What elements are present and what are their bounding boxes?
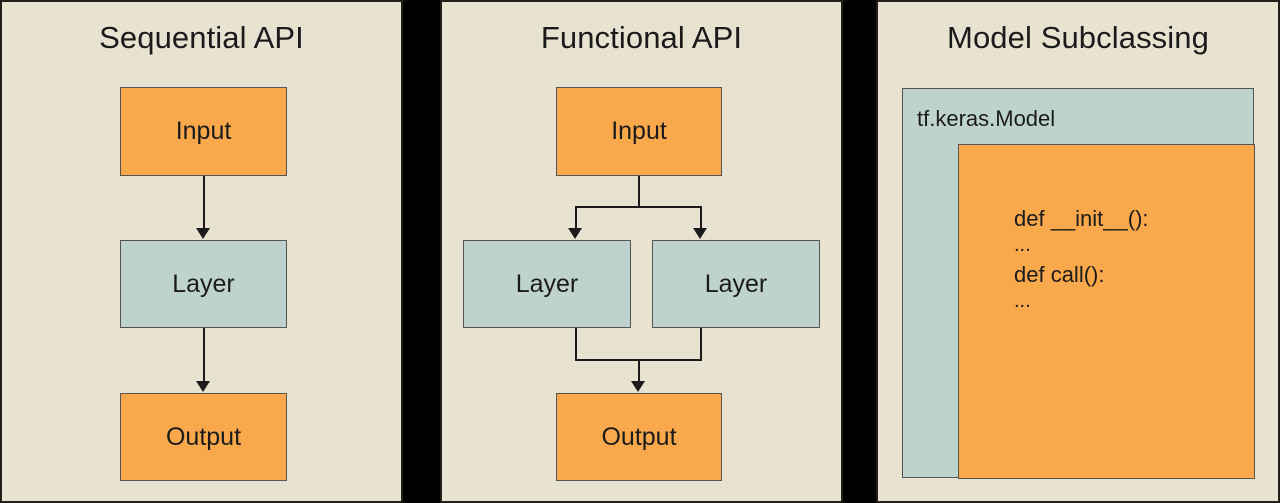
code-line-ellipsis-2: ... (1014, 290, 1031, 312)
arrowhead-icon (196, 228, 210, 239)
box-tf-keras-model: tf.keras.Model def __init__(): ... def c… (902, 88, 1255, 479)
panel-model-subclassing: Model Subclassing tf.keras.Model def __i… (876, 0, 1280, 503)
edge-merge-to-output (638, 359, 640, 383)
edge-merge-left-stem (575, 328, 577, 361)
panel-functional-api: Functional API Input Layer Layer Output (440, 0, 843, 503)
code-block: def __init__(): ... def call(): ... (1014, 208, 1149, 320)
edge-layer-to-output (203, 328, 205, 382)
panel-title-subclassing: Model Subclassing (947, 20, 1209, 55)
edge-split-bar (575, 206, 702, 208)
node-label: Layer (704, 269, 768, 298)
node-output-sequential: Output (120, 393, 287, 481)
node-label: Output (601, 422, 677, 451)
code-line-call: def call(): (1014, 262, 1105, 287)
code-line-ellipsis-1: ... (1014, 234, 1031, 256)
node-layer-right-functional: Layer (652, 240, 820, 328)
panel-sequential-api: Sequential API Input Layer Output (0, 0, 403, 503)
edge-merge-right-stem (700, 328, 702, 361)
node-label: Input (611, 117, 667, 145)
edge-split-right-drop (700, 206, 702, 229)
node-label: Layer (515, 269, 579, 298)
node-label: Input (175, 117, 232, 145)
panel-title-functional: Functional API (540, 20, 743, 55)
code-line-init: def __init__(): (1014, 206, 1149, 231)
node-layer-sequential: Layer (120, 240, 287, 328)
node-input-sequential: Input (120, 87, 287, 176)
box-subclass-body: def __init__(): ... def call(): ... (958, 144, 1255, 479)
arrowhead-icon (568, 228, 582, 239)
node-label: Output (165, 422, 242, 451)
box-label-tf-keras-model: tf.keras.Model (917, 106, 1056, 131)
node-label: Layer (172, 269, 235, 298)
edge-split-left-drop (575, 206, 577, 229)
edge-input-to-layer (203, 176, 205, 229)
arrowhead-icon (631, 381, 645, 392)
node-layer-left-functional: Layer (463, 240, 631, 328)
node-input-functional: Input (556, 87, 722, 176)
node-output-functional: Output (556, 393, 722, 481)
arrowhead-icon (693, 228, 707, 239)
panel-title-sequential: Sequential API (99, 20, 304, 55)
arrowhead-icon (196, 381, 210, 392)
edge-input-split-stem (638, 176, 640, 207)
